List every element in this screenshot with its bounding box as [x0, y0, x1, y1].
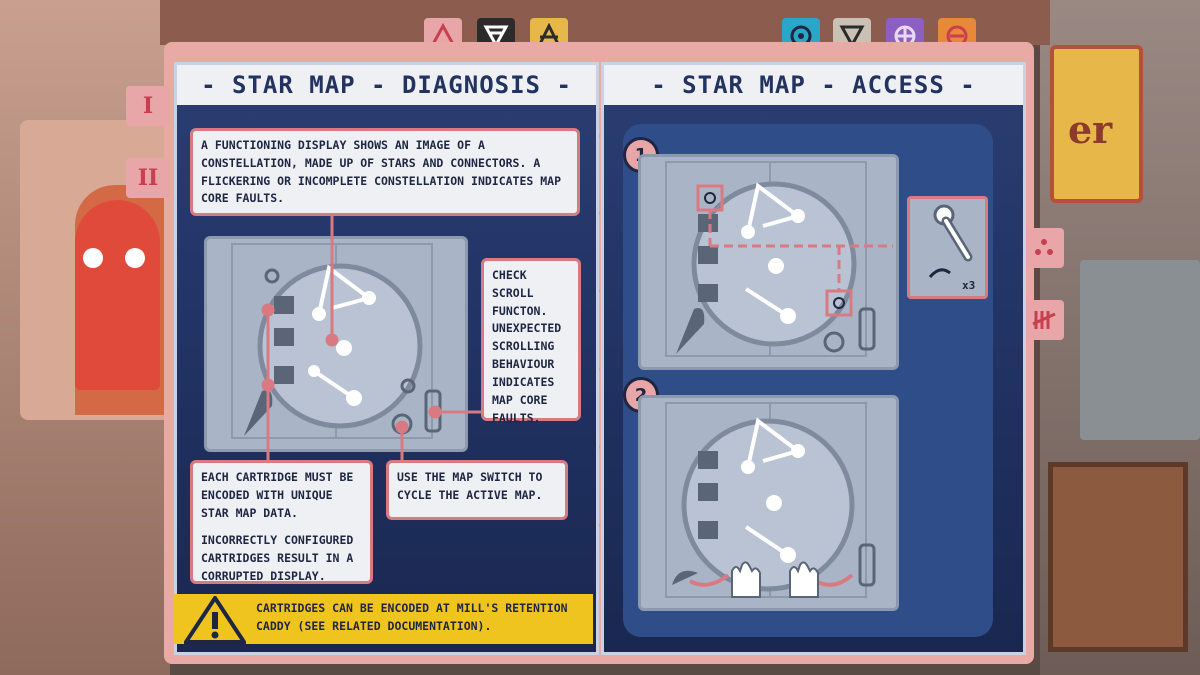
warning-icon	[184, 596, 246, 644]
side-tab-label: II	[137, 165, 159, 191]
tool-pegboard	[1080, 260, 1200, 440]
shop-sign: er	[1050, 45, 1143, 203]
star-map-device	[204, 236, 468, 452]
side-tab-tally[interactable]	[1024, 300, 1064, 340]
callout-text: INCORRECTLY CONFIGURED CARTRIDGES RESULT…	[201, 533, 354, 584]
callout-scroll: CHECK SCROLL FUNCTON. UNEXPECTED SCROLLI…	[481, 258, 581, 425]
repeat-count: x3	[962, 279, 976, 292]
step1-illustration	[665, 161, 893, 357]
tally-icon	[1032, 311, 1056, 329]
hourglass-icon	[483, 25, 509, 49]
side-tab-2[interactable]: II	[126, 158, 170, 198]
step1-device	[638, 154, 899, 370]
callout-display: A FUNCTIONING DISPLAY SHOWS AN IMAGE OF …	[190, 128, 580, 216]
callout-text: USE THE MAP SWITCH TO CYCLE THE ACTIVE M…	[397, 470, 543, 502]
red-creature	[75, 200, 160, 390]
callout-switch: USE THE MAP SWITCH TO CYCLE THE ACTIVE M…	[386, 460, 568, 520]
warning-text: CARTRIDGES CAN BE ENCODED AT MILL'S RETE…	[256, 601, 568, 633]
screwdriver-inset: x3	[907, 196, 988, 299]
creature-eye	[125, 248, 145, 268]
down-triangle-icon	[839, 25, 865, 49]
three-dots-icon	[1035, 239, 1053, 255]
callout-text: EACH CARTRIDGE MUST BE ENCODED WITH UNIQ…	[201, 470, 354, 520]
step2-device	[638, 395, 899, 611]
callout-cartridge: EACH CARTRIDGE MUST BE ENCODED WITH UNIQ…	[190, 460, 373, 584]
page-title: - STAR MAP - ACCESS -	[604, 65, 1023, 105]
wooden-crate	[1048, 462, 1188, 652]
device-illustration	[231, 243, 442, 439]
page-title: - STAR MAP - DIAGNOSIS -	[177, 65, 596, 105]
screwdriver-icon	[928, 204, 973, 278]
callout-text: CHECK SCROLL FUNCTON. UNEXPECTED SCROLLI…	[492, 268, 562, 425]
callout-text: A FUNCTIONING DISPLAY SHOWS AN IMAGE OF …	[201, 138, 562, 206]
creature-eye	[83, 248, 103, 268]
side-tab-dots[interactable]	[1024, 228, 1064, 268]
step2-illustration	[665, 402, 876, 598]
warning-banner: CARTRIDGES CAN BE ENCODED AT MILL'S RETE…	[174, 594, 593, 644]
side-tab-label: I	[142, 93, 154, 119]
sign-text: er	[1068, 107, 1113, 152]
side-tab-1[interactable]: I	[126, 86, 170, 126]
